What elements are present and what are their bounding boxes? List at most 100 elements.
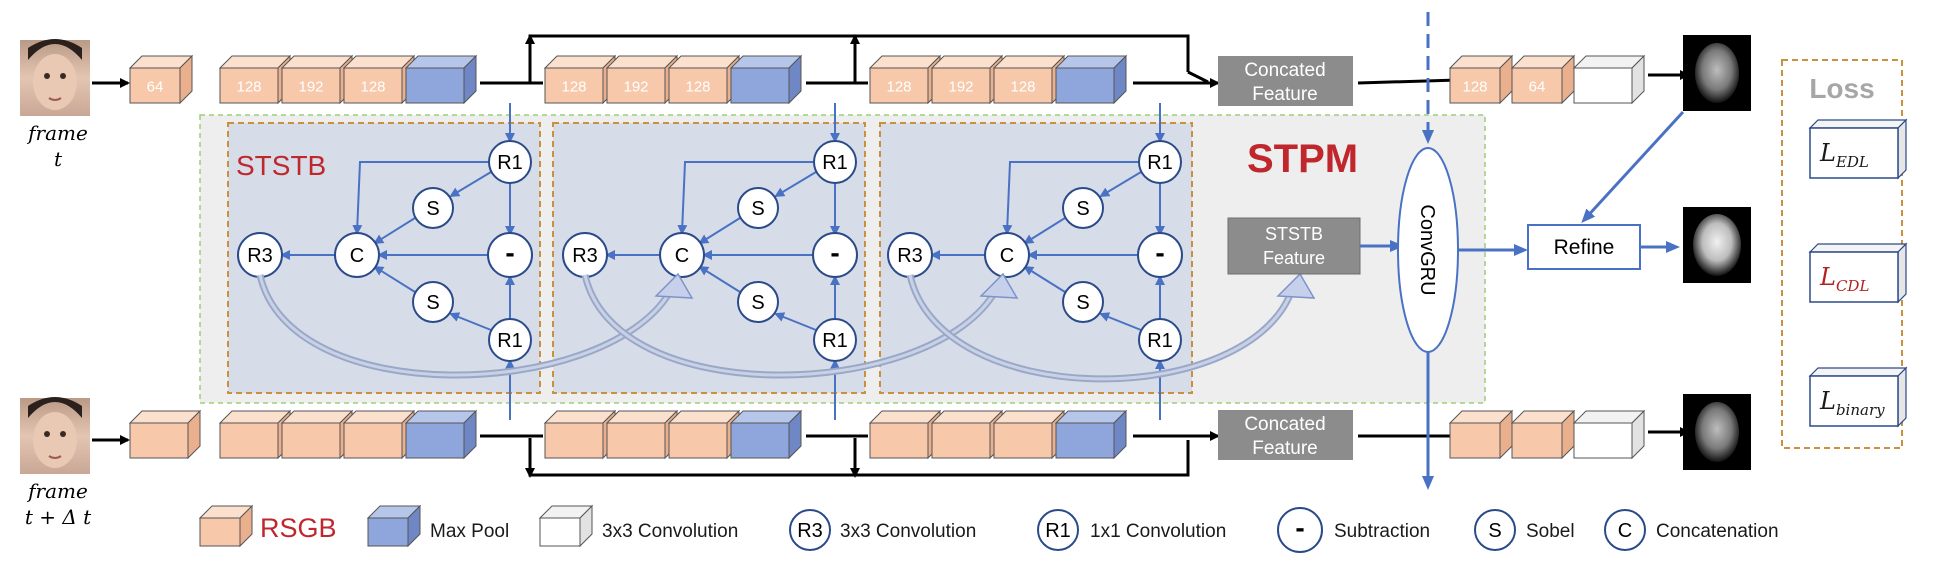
ststb2-r3-node: R3 (562, 232, 608, 278)
bottom-skip-lines (525, 438, 1190, 478)
legend-concat-node: C (1604, 509, 1646, 551)
ststb3-sobel-bottom-node: S (1062, 281, 1104, 323)
ststb1-subtraction-node-label: - (505, 237, 514, 268)
refine-label: Refine (1554, 236, 1615, 259)
refine-box: Refine (1527, 224, 1641, 270)
ststb1-r1-to-c-arrow (352, 161, 489, 235)
ststb3-subtraction-node: - (1137, 232, 1183, 278)
top-stage1-rsgb-1: 128 (218, 54, 292, 105)
top-decoder-rsgb-2-label: 64 (1529, 79, 1546, 96)
bottom-stage2-rsgb-3 (667, 409, 741, 460)
ststb2-r1-top-node: R1 (813, 140, 857, 184)
ststb2-concat-node-label: C (675, 245, 689, 267)
bottom-decoder-conv (1572, 409, 1646, 460)
concat-top-label-2: Feature (1252, 84, 1317, 105)
ststb2-sobel-to-c-arrow (698, 217, 741, 245)
frame-t-label-2: t (54, 147, 63, 171)
ststb1-concat-node-label: C (350, 245, 364, 267)
ststb1-r3-node-label: R3 (247, 245, 273, 267)
bottom-stage2-rsgb-1 (543, 409, 617, 460)
top-stage1-rsgb-2-label: 192 (298, 79, 323, 96)
bottom-stage3-rsgb-3 (992, 409, 1066, 460)
top-stage1-rsgb-1-label: 128 (236, 79, 261, 96)
concat-bottom-label-1: Concated (1244, 414, 1325, 435)
legend-maxpool-label: Max Pool (430, 521, 509, 542)
loss-item-3-label: Lbinary (1819, 387, 1885, 419)
legend-rsgb-label: RSGB (260, 513, 337, 543)
top-stage3-rsgb-1: 128 (868, 54, 942, 105)
legend-sub-node-label: - (1295, 512, 1304, 543)
ststb3-r1-top-node-label: R1 (1147, 152, 1173, 174)
bottom-stem-block (128, 409, 202, 460)
legend-r1-node-label: R1 (1045, 520, 1071, 542)
frame-t-dt-image (20, 397, 90, 474)
top-stage3-rsgb-3: 128 (992, 54, 1066, 105)
ststb3-sobel-to-c-arrow (1023, 217, 1066, 245)
loss-title: Loss (1809, 73, 1874, 104)
ststb-curves (256, 272, 1316, 383)
legend-sobel-node: S (1474, 509, 1516, 551)
legend-rsgb-swatch (198, 504, 254, 548)
top-stage2-rsgb-1-label: 128 (561, 79, 586, 96)
top-stage1-rsgb-3-label: 128 (360, 79, 385, 96)
top-stem-block-label: 64 (147, 79, 164, 96)
ststb1-r1-to-sobel-arrow (449, 171, 492, 198)
ststb3-r1b-to-sobel-arrow (1099, 312, 1142, 331)
ststb1-subtraction-node: - (487, 232, 533, 278)
ststb3-r1-top-node: R1 (1138, 140, 1182, 184)
ststb2-r3-node-label: R3 (572, 245, 598, 267)
top-stage2-rsgb-2-label: 192 (623, 79, 648, 96)
top-stage2-rsgb-1: 128 (543, 54, 617, 105)
ststb1-sobel-bottom-node-label: S (426, 292, 439, 314)
legend-r1-node: R1 (1037, 509, 1079, 551)
concat-feature-top: Concated Feature (1218, 56, 1353, 106)
top-stage1-maxpool (404, 54, 478, 105)
bottom-stage2-maxpool (729, 409, 803, 460)
ststb-feature-box: STSTB Feature (1227, 217, 1361, 275)
top-stage1-rsgb-3: 128 (342, 54, 416, 105)
loss-item-1: LEDL (1808, 118, 1908, 180)
ststb1-r1-bottom-node: R1 (488, 318, 532, 362)
ststb2-r1b-to-sobel-arrow (774, 312, 817, 331)
legend-r1-label: 1x1 Convolution (1090, 521, 1226, 542)
concat-top-label-1: Concated (1244, 60, 1325, 81)
ststb-title: STSTB (236, 150, 326, 181)
depth-map-refined (1683, 207, 1751, 283)
top-stage2-rsgb-3-label: 128 (685, 79, 710, 96)
top-stage3-rsgb-2: 192 (930, 54, 1004, 105)
top-stage2-rsgb-3: 128 (667, 54, 741, 105)
legend-r3-label: 3x3 Convolution (840, 521, 976, 542)
depth-map-top (1683, 35, 1751, 111)
frame-t-label-1: frame (26, 121, 88, 145)
legend-sub-label: Subtraction (1334, 521, 1430, 542)
stpm-title: STPM (1247, 137, 1358, 181)
ststb2-r1-bottom-node: R1 (813, 318, 857, 362)
legend-conv-swatch (538, 504, 594, 548)
ststb2-sobel-top-node-label: S (751, 198, 764, 220)
ststb2-sobel-bottom-node: S (737, 281, 779, 323)
ststb3-r1-to-sobel-arrow (1099, 171, 1142, 198)
ststb3-concat-node-label: C (1000, 245, 1014, 267)
ststb3-r3-node: R3 (887, 232, 933, 278)
legend-concat-label: Concatenation (1656, 521, 1779, 542)
legend-concat-node-label: C (1618, 520, 1632, 542)
ststb3-concat-node: C (984, 232, 1030, 278)
frame-t-image (20, 39, 90, 116)
legend-r3-node-label: R3 (797, 520, 823, 542)
concat-feature-bottom: Concated Feature (1218, 410, 1353, 460)
ststb3-r1-bottom-node: R1 (1138, 318, 1182, 362)
loss-item-2: LCDL (1808, 242, 1908, 304)
top-decoder-conv (1572, 54, 1646, 105)
ststb2-concat-node: C (659, 232, 705, 278)
loss-item-3: Lbinary (1808, 366, 1908, 428)
ststb1-r1-top-node: R1 (488, 140, 532, 184)
ststb2-r1-to-sobel-arrow (774, 171, 817, 198)
top-skip-lines (525, 34, 1209, 84)
legend-sobel-node-label: S (1488, 520, 1501, 542)
top-stage3-rsgb-2-label: 192 (948, 79, 973, 96)
ststb1-r1-top-node-label: R1 (497, 152, 523, 174)
bottom-stage3-rsgb-2 (930, 409, 1004, 460)
